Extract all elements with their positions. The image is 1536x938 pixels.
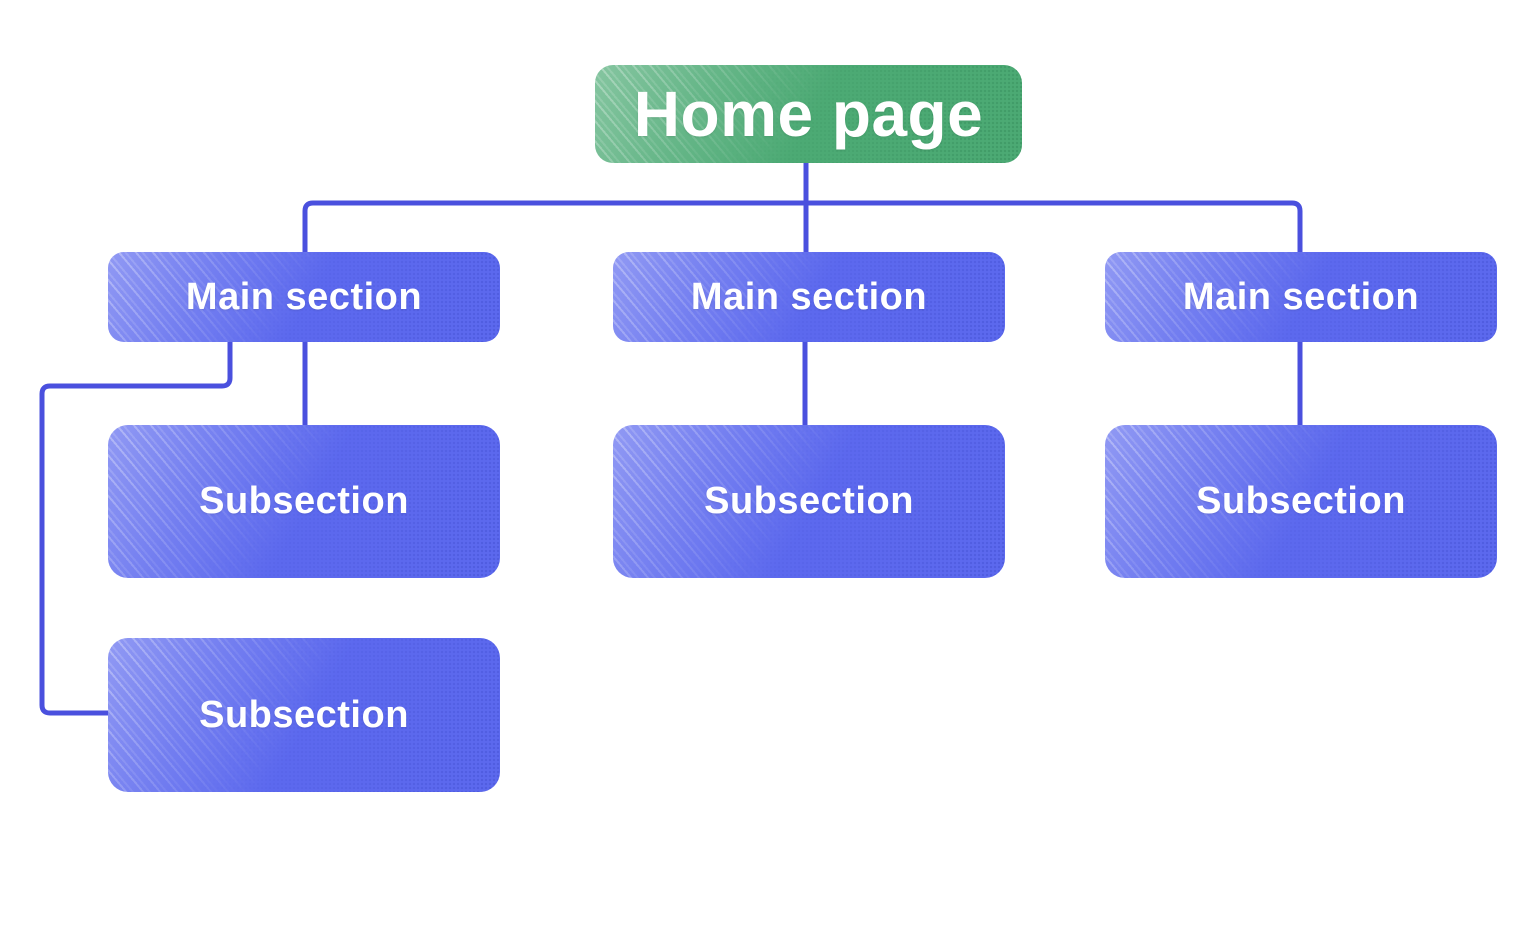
subsection-3a-label: Subsection	[1196, 480, 1406, 522]
subsection-1a-label: Subsection	[199, 480, 409, 522]
main-section-3-node: Main section	[1105, 252, 1497, 342]
main-section-1-node: Main section	[108, 252, 500, 342]
main-section-1-label: Main section	[185, 275, 423, 318]
home-page-label: Home page	[633, 78, 984, 150]
home-page-node: Home page	[595, 65, 1022, 163]
subsection-1b-node: Subsection	[108, 638, 500, 792]
connector-horizontal-bar	[302, 200, 1303, 252]
connector-main1-sub2-branch	[39, 342, 233, 716]
subsection-1a-node: Subsection	[108, 425, 500, 578]
main-section-3-label: Main section	[1182, 275, 1420, 318]
subsection-3a-node: Subsection	[1105, 425, 1497, 578]
subsection-1b-label: Subsection	[199, 693, 409, 736]
main-section-2-node: Main section	[613, 252, 1005, 342]
main-section-2-label: Main section	[690, 275, 928, 318]
subsection-2a-label: Subsection	[704, 480, 914, 522]
subsection-2a-node: Subsection	[613, 425, 1005, 578]
